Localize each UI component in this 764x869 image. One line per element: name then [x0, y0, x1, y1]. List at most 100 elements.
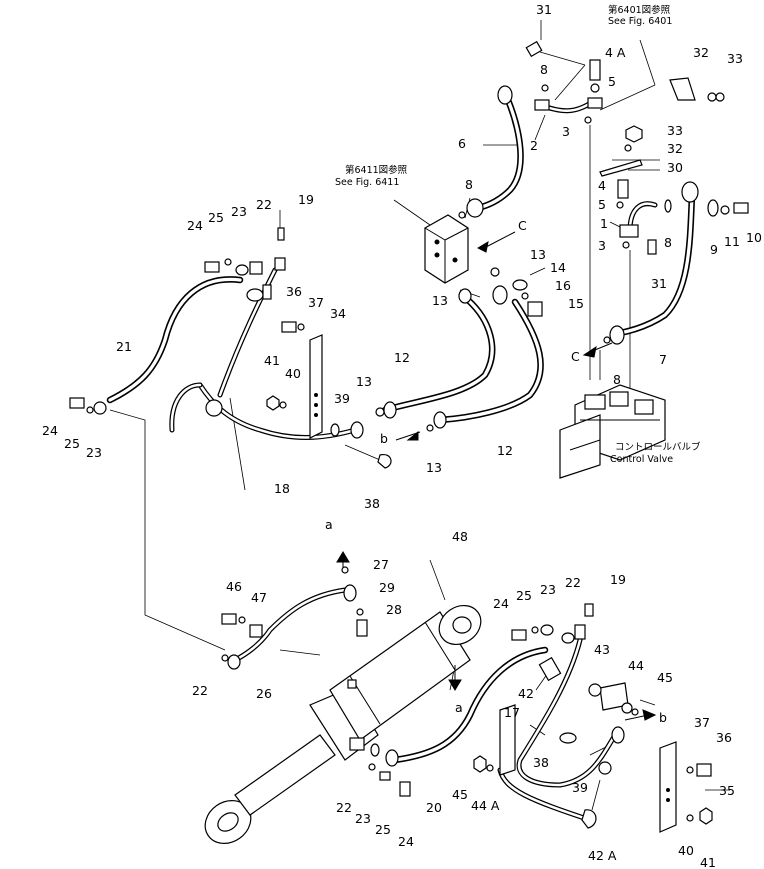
- callout-25: 25: [64, 436, 80, 451]
- callout-41: 41: [700, 855, 716, 869]
- callout-36: 36: [286, 284, 302, 299]
- callout-44a: 44 A: [471, 798, 500, 813]
- callout-3: 3: [562, 124, 570, 139]
- callout-19: 19: [610, 572, 626, 587]
- callout-9: 9: [710, 242, 718, 257]
- callout-c: C: [571, 349, 580, 364]
- callout-45: 45: [452, 787, 468, 802]
- fittings: [69, 40, 749, 829]
- callout-43: 43: [594, 642, 610, 657]
- callout-34: 34: [330, 306, 346, 321]
- callout-c: C: [518, 218, 527, 233]
- callout-31: 31: [651, 276, 667, 291]
- callout-48: 48: [452, 529, 468, 544]
- callout-25: 25: [516, 588, 532, 603]
- callout-24: 24: [187, 218, 203, 233]
- callout-39: 39: [572, 780, 588, 795]
- callout-12: 12: [394, 350, 410, 365]
- callout-14: 14: [550, 260, 566, 275]
- callout-1: 1: [600, 216, 608, 231]
- callout-22: 22: [336, 800, 352, 815]
- callout-23: 23: [86, 445, 102, 460]
- fig6401-note-jp: 第6401図参照: [608, 4, 671, 16]
- callout-42a: 42 A: [588, 848, 617, 863]
- callout-37: 37: [694, 715, 710, 730]
- callout-33: 33: [667, 123, 683, 138]
- callout-20: 20: [426, 800, 442, 815]
- callout-44: 44: [628, 658, 644, 673]
- callout-22: 22: [192, 683, 208, 698]
- callout-24: 24: [398, 834, 414, 849]
- callout-28: 28: [386, 602, 402, 617]
- callout-5: 5: [598, 197, 606, 212]
- callout-40: 40: [285, 366, 301, 381]
- callout-38: 38: [364, 496, 380, 511]
- callout-38: 38: [533, 755, 549, 770]
- callout-17: 17: [504, 705, 520, 720]
- callout-8: 8: [540, 62, 548, 77]
- control-valve: [559, 384, 666, 479]
- callout-b: b: [380, 431, 388, 446]
- callout-13: 13: [432, 293, 448, 308]
- callout-5: 5: [608, 74, 616, 89]
- callout-19: 19: [298, 192, 314, 207]
- callout-30: 30: [667, 160, 683, 175]
- callout-6: 6: [458, 136, 466, 151]
- reference-notes: 第6401図参照 See Fig. 6401 第6411図参照 See Fig.…: [335, 4, 701, 465]
- callout-22: 22: [565, 575, 581, 590]
- control-valve-label-en: Control Valve: [610, 454, 673, 465]
- callout-39: 39: [334, 391, 350, 406]
- callout-32: 32: [693, 45, 709, 60]
- callout-8: 8: [465, 177, 473, 192]
- callout-46: 46: [226, 579, 242, 594]
- callout-15: 15: [568, 296, 584, 311]
- callout-36: 36: [716, 730, 732, 745]
- callout-3: 3: [598, 238, 606, 253]
- callout-40: 40: [678, 843, 694, 858]
- callout-23: 23: [540, 582, 556, 597]
- callout-22: 22: [256, 197, 272, 212]
- callout-35: 35: [719, 783, 735, 798]
- callout-47: 47: [251, 590, 267, 605]
- valve-block: [424, 214, 469, 284]
- callout-11: 11: [724, 234, 740, 249]
- callout-42: 42: [518, 686, 534, 701]
- callout-32: 32: [667, 141, 683, 156]
- fig6401-note-en: See Fig. 6401: [608, 16, 672, 27]
- callout-2: 2: [530, 138, 538, 153]
- callout-8: 8: [664, 235, 672, 250]
- callout-13: 13: [426, 460, 442, 475]
- callout-31: 31: [536, 2, 552, 17]
- callout-16: 16: [555, 278, 571, 293]
- callout-29: 29: [379, 580, 395, 595]
- callout-10: 10: [746, 230, 762, 245]
- brackets: [309, 77, 696, 833]
- callout-a: a: [455, 700, 463, 715]
- callout-7: 7: [659, 352, 667, 367]
- control-valve-label-jp: コントロールバルブ: [615, 441, 701, 453]
- callout-12: 12: [497, 443, 513, 458]
- hydraulic-cylinder: [204, 604, 482, 844]
- callout-33: 33: [727, 51, 743, 66]
- callout-45: 45: [657, 670, 673, 685]
- callout-21: 21: [116, 339, 132, 354]
- fig6411-note-en: See Fig. 6411: [335, 177, 399, 188]
- callout-4a: 4 A: [605, 45, 626, 60]
- callout-26: 26: [256, 686, 272, 701]
- fig6411-note-jp: 第6411図参照: [345, 164, 408, 176]
- callout-24: 24: [42, 423, 58, 438]
- hoses: [106, 96, 696, 764]
- callout-41: 41: [264, 353, 280, 368]
- flow-arrows: [336, 231, 657, 721]
- callout-25: 25: [375, 822, 391, 837]
- callout-27: 27: [373, 557, 389, 572]
- callout-24: 24: [493, 596, 509, 611]
- callout-a: a: [325, 517, 333, 532]
- callout-8: 8: [613, 372, 621, 387]
- callouts: 31 4 A 8 5 32 33 6 2 3 33 32 30 4 5 1 3 …: [42, 2, 762, 869]
- callout-b: b: [659, 710, 667, 725]
- callout-25: 25: [208, 210, 224, 225]
- callout-13: 13: [530, 247, 546, 262]
- callout-13: 13: [356, 374, 372, 389]
